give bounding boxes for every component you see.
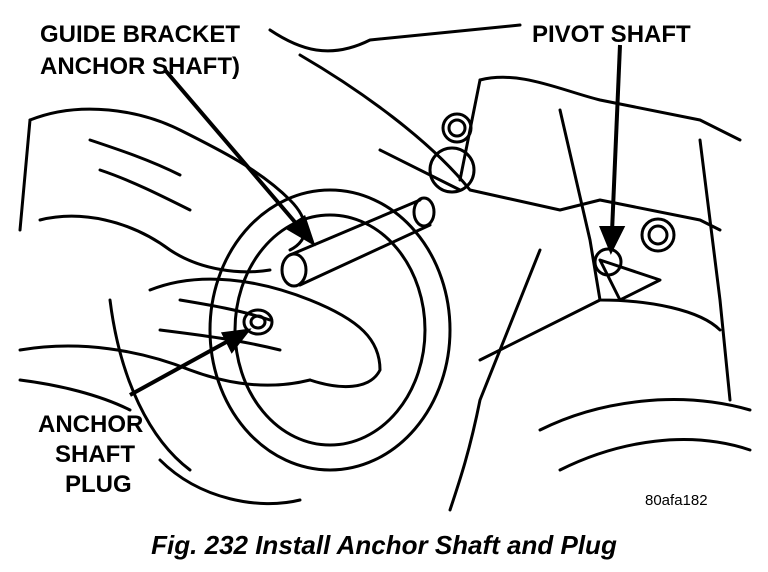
- illustration: GUIDE BRACKET ANCHOR SHAFT) PIVOT SHAFT …: [18, 21, 752, 512]
- anchor-shaft-plug: [242, 308, 274, 336]
- anchor-label-line1: ANCHOR: [38, 411, 143, 438]
- pivot-shaft-arrow: [610, 44, 622, 233]
- servo-drum: [108, 188, 452, 506]
- figure-caption: Fig. 232 Install Anchor Shaft and Plug: [151, 530, 617, 560]
- pivot-shaft-label: PIVOT SHAFT: [532, 21, 691, 48]
- pivot-shaft: [593, 247, 623, 277]
- anchor-shaft: [280, 196, 436, 288]
- anchor-label-line2: SHAFT: [55, 441, 135, 468]
- guide-bracket-label-line2: ANCHOR SHAFT): [40, 53, 240, 80]
- guide-bracket-label-line1: GUIDE BRACKET: [40, 21, 240, 48]
- transmission-case: [268, 23, 752, 512]
- anchor-plug-arrow: [129, 338, 231, 397]
- guide-bracket-arrow: [163, 68, 302, 230]
- lower-hand: [18, 277, 382, 412]
- anchor-label-line3: PLUG: [65, 471, 132, 498]
- figure-code: 80afa182: [645, 492, 708, 509]
- leader-arrows: [129, 44, 626, 397]
